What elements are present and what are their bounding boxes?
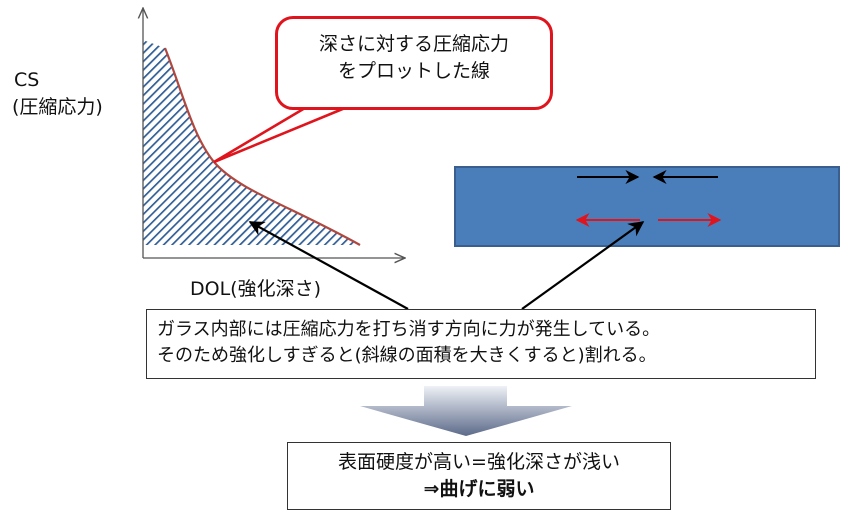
pointer-arrow-to-area bbox=[248, 221, 409, 310]
y-axis-label-cs: CS bbox=[14, 69, 40, 91]
curve-callout: 深さに対する圧縮応力 をプロットした線 bbox=[275, 16, 553, 110]
conclusion-box: 表面硬度が高い=強化深さが浅い ⇒曲げに弱い bbox=[287, 442, 671, 510]
callout-tail bbox=[213, 106, 346, 164]
hatched-stress-area bbox=[143, 40, 360, 245]
conclusion-line-2: ⇒曲げに弱い bbox=[423, 478, 535, 500]
glass-cross-section bbox=[454, 166, 840, 247]
x-axis-label: DOL(強化深さ) bbox=[190, 278, 321, 300]
explanation-note: ガラス内部には圧縮応力を打ち消す方向に力が発生している。 そのため強化しすぎると… bbox=[146, 309, 816, 379]
note-line-2: そのため強化しすぎると(斜線の面積を大きくすると)割れる。 bbox=[157, 345, 657, 366]
down-arrow bbox=[360, 386, 572, 436]
conclusion-line-1: 表面硬度が高い=強化深さが浅い bbox=[338, 451, 620, 473]
callout-line-1: 深さに対する圧縮応力 bbox=[318, 33, 509, 55]
callout-line-2: をプロットした線 bbox=[337, 60, 490, 82]
pointer-arrow-to-glass bbox=[521, 221, 645, 310]
y-axis-label-stress: (圧縮応力) bbox=[12, 96, 103, 118]
note-line-1: ガラス内部には圧縮応力を打ち消す方向に力が発生している。 bbox=[157, 319, 661, 340]
